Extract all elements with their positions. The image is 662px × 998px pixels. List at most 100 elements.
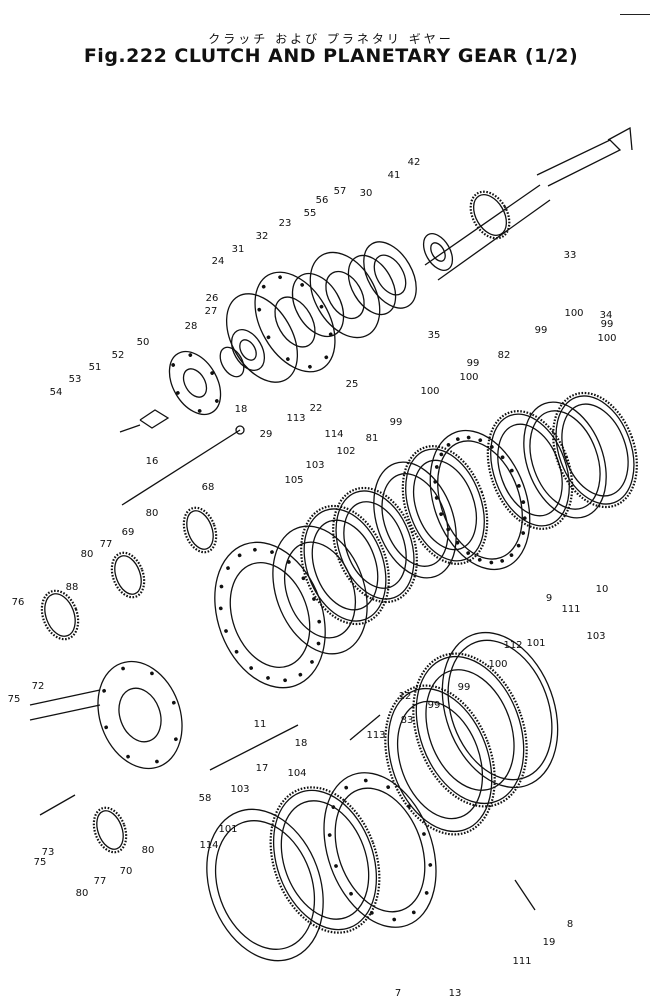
shaft-33 [536,139,622,187]
callout-label: 81 [366,433,379,444]
callout-label: 75 [34,857,47,868]
plate-100 [552,391,638,509]
bearing-41 [363,241,417,309]
callout-label: 102 [336,446,355,457]
callout-label: 28 [185,321,198,332]
drum-7 [323,772,437,928]
callout-label: 76 [12,597,25,608]
callout-label: 100 [597,333,616,344]
callout-label: 23 [279,218,292,229]
callout-label: 111 [512,956,531,967]
callout-label: 24 [212,256,225,267]
callout-label: 111 [561,604,580,615]
callout-label: 80 [146,508,159,519]
callout-label: 55 [304,208,317,219]
disc-83 [384,684,496,836]
callout-label: 99 [458,682,471,693]
housing-9 [429,429,531,571]
gear-68 [182,506,218,554]
callout-label: 114 [199,840,218,851]
nut-18-top [235,425,245,435]
callout-label: 22 [310,403,323,414]
callout-label: 101 [218,824,237,835]
callout-label: 80 [76,888,89,899]
callout-label: 73 [42,847,55,858]
callout-label: 34 [600,310,613,321]
callout-label: 32 [256,231,269,242]
callout-label: 25 [346,379,359,390]
pin-113 [349,714,381,741]
callout-label: 11 [254,719,267,730]
disc-102 [300,504,390,626]
corner-mark [620,14,650,15]
callout-label: 56 [316,195,329,206]
callout-label: 72 [32,681,45,692]
callout-label: 99 [601,319,614,330]
cover-22 [254,271,336,373]
disc-99-c [412,652,528,808]
callout-label: 41 [388,170,401,181]
callout-label: 101 [526,638,545,649]
callout-label: 104 [287,768,306,779]
callout-label: 103 [305,460,324,471]
plate-99 [373,461,457,579]
callout-label: 100 [459,372,478,383]
callout-label: 69 [122,527,135,538]
callout-label: 30 [360,188,373,199]
callout-label: 50 [137,337,150,348]
retainer-55 [309,251,381,339]
callout-label: 35 [428,330,441,341]
gear-70 [92,806,128,854]
callout-label: 27 [205,306,218,317]
disc-100 [401,445,489,565]
callout-label: 103 [230,784,249,795]
callout-label: 42 [408,157,421,168]
callout-label: 77 [94,876,107,887]
callout-label: 31 [232,244,245,255]
callout-label: 75 [8,694,21,705]
callout-label: 18 [295,738,308,749]
callout-label: 54 [50,387,63,398]
callout-label: 13 [449,988,462,998]
callout-label: 7 [395,988,401,998]
callout-label: 113 [286,413,305,424]
callout-label: 82 [498,350,511,361]
bearing-35 [422,233,454,271]
callout-label: 113 [366,730,385,741]
shaft-body-upper [424,184,541,266]
callout-label: 9 [546,593,552,604]
callout-label: 68 [202,482,215,493]
rod-17 [209,724,299,771]
plate-104 [269,786,381,934]
callout-label: 29 [260,429,273,440]
callout-label: 17 [256,763,269,774]
callout-label: 18 [235,404,248,415]
callout-label: 26 [206,293,219,304]
callout-label: 100 [564,308,583,319]
figure-title: Fig.222 CLUTCH AND PLANETARY GEAR (1/2) [83,45,579,67]
callout-label: 51 [89,362,102,373]
plate-101-lower [206,808,324,962]
callout-label: 99 [535,325,548,336]
title-japanese: クラッチ および プラネタリ ギヤー [208,32,454,46]
callout-label: 33 [564,250,577,261]
callout-label: 70 [120,866,133,877]
callout-label: 10 [596,584,609,595]
callout-label: 100 [488,659,507,670]
bearing-27 [230,329,266,371]
carrier-58 [97,660,183,770]
callout-label: 16 [146,456,159,467]
callout-label: 99 [428,700,441,711]
callout-label: 103 [586,631,605,642]
callout-label: 77 [100,539,113,550]
pin-111 [514,879,536,911]
shaft-spline-34 [469,190,511,240]
callout-label: 114 [324,429,343,440]
callout-label: 99 [390,417,403,428]
shaft-body-lower [437,199,551,281]
callout-label: 8 [567,919,573,930]
rod-16 [121,429,241,506]
gear-88 [40,589,80,641]
plate-99-b [523,401,607,519]
callout-label: 80 [81,549,94,560]
